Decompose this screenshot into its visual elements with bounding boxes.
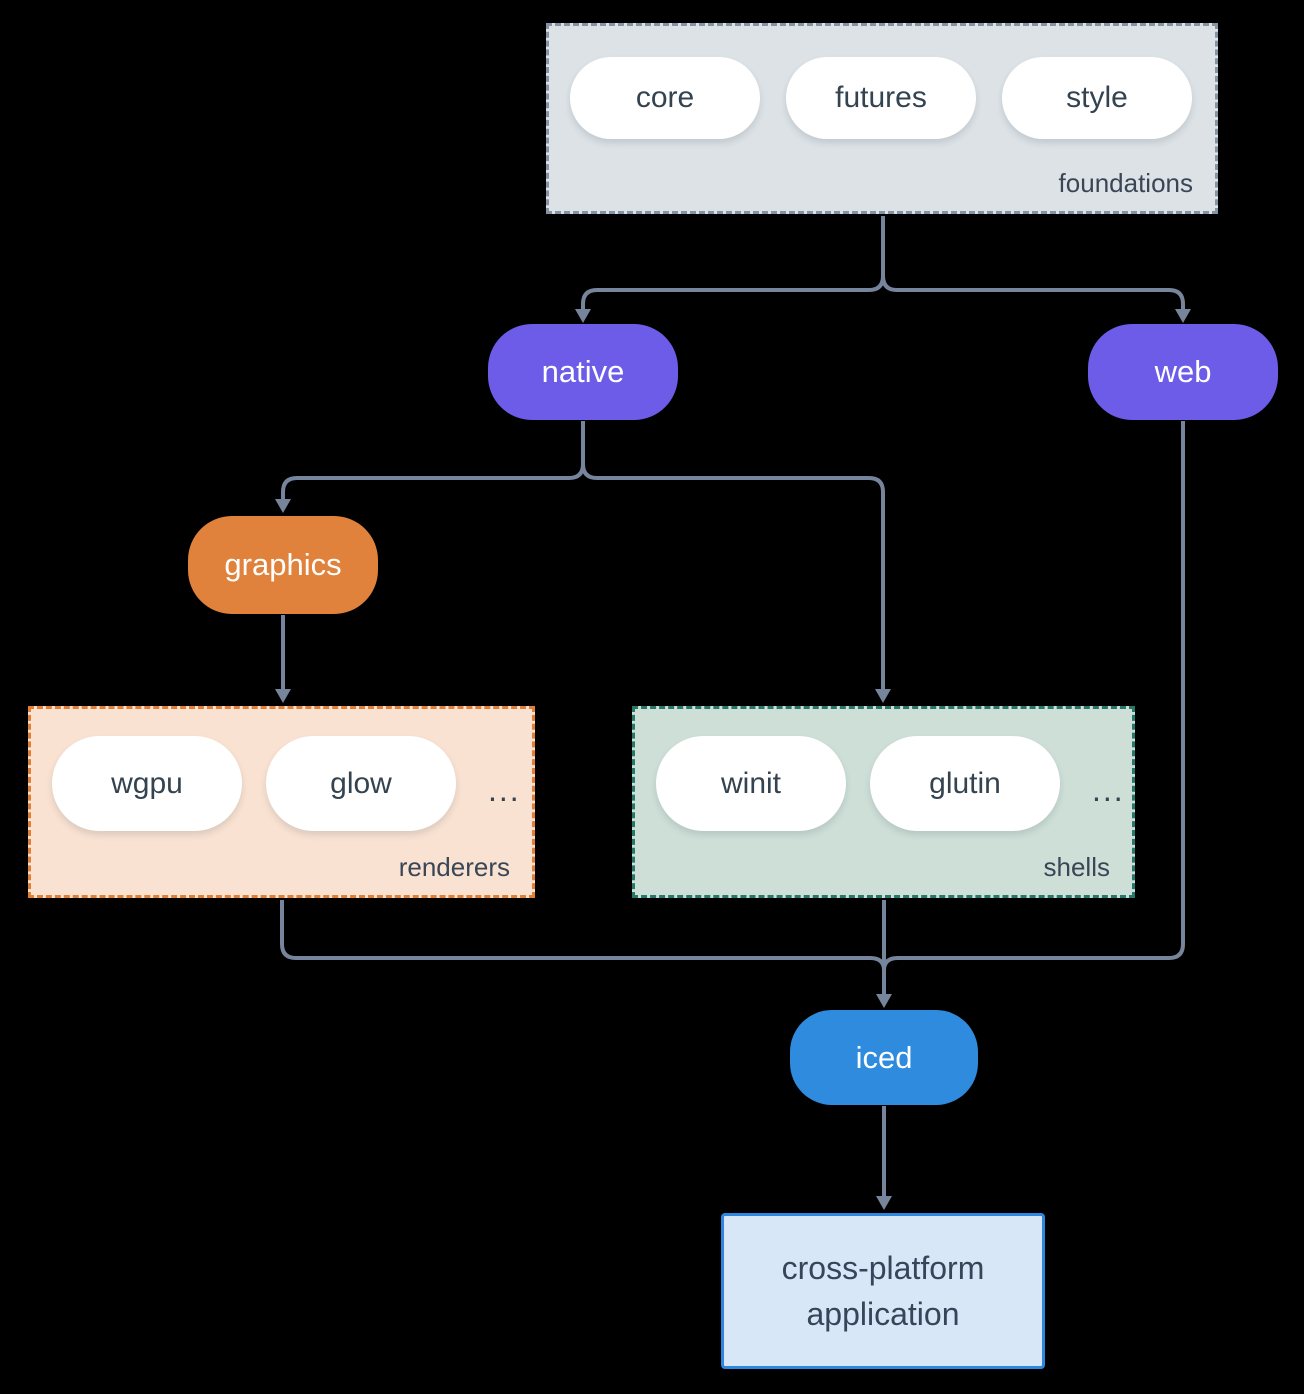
renderers-group: wgpu glow ... renderers	[28, 706, 535, 898]
foundations-pill-row: core futures style	[549, 26, 1215, 139]
renderers-ellipsis: ...	[488, 772, 521, 808]
node-iced: iced	[790, 1010, 978, 1105]
pill-winit: winit	[656, 736, 846, 831]
pill-glow: glow	[266, 736, 456, 831]
renderers-group-label: renderers	[398, 852, 510, 882]
node-web: web	[1088, 324, 1278, 420]
edge-foundations-web	[881, 275, 1191, 323]
shells-group: winit glutin ... shells	[632, 706, 1135, 898]
edge-foundations-native	[575, 275, 885, 323]
node-cross-platform-application: cross-platform application	[721, 1213, 1045, 1369]
pill-futures: futures	[786, 57, 976, 139]
foundations-group: core futures style foundations	[546, 23, 1218, 214]
node-native: native	[488, 324, 678, 420]
pill-core: core	[570, 57, 760, 139]
shells-pill-row: winit glutin ...	[635, 709, 1132, 831]
pill-wgpu: wgpu	[52, 736, 242, 831]
renderers-pill-row: wgpu glow ...	[31, 709, 532, 831]
pill-glutin: glutin	[870, 736, 1060, 831]
edge-native-shells	[581, 463, 891, 703]
shells-group-label: shells	[1043, 852, 1110, 882]
edge-native-graphics	[275, 463, 585, 513]
foundations-group-label: foundations	[1058, 168, 1193, 198]
edge-renderers-merge	[280, 900, 886, 971]
node-graphics: graphics	[188, 516, 378, 614]
pill-style: style	[1002, 57, 1192, 139]
shells-ellipsis: ...	[1092, 772, 1125, 808]
